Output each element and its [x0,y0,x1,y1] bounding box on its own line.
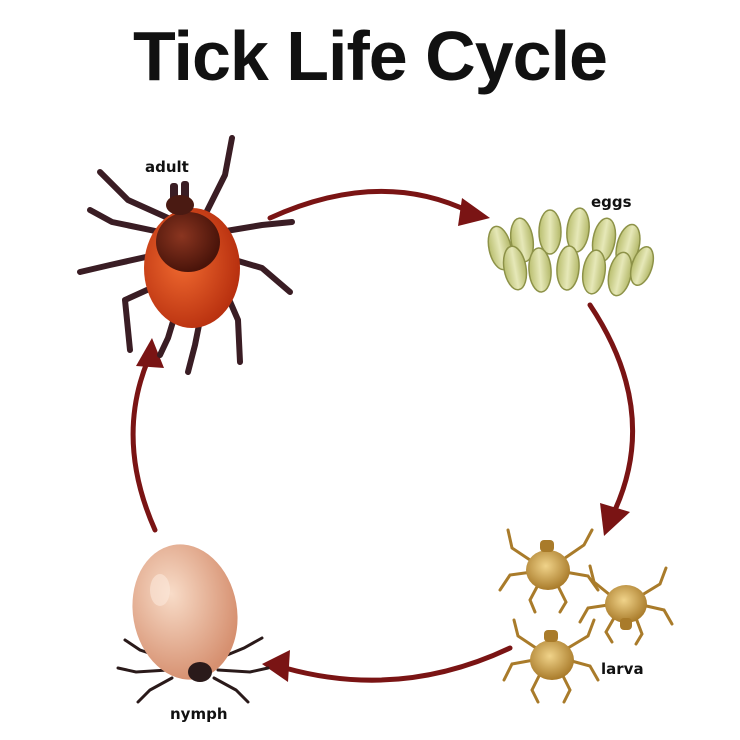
cycle-arrows [130,188,636,683]
nymph-illustration [116,544,270,704]
adult-tick-illustration [77,135,295,375]
stage-label-adult: adult [145,158,189,176]
arrowhead-larva [600,503,630,536]
diagram-title: Tick Life Cycle [133,17,608,95]
arrow-heads [136,198,630,682]
eggs-illustration [487,207,655,297]
arrowhead-eggs [458,198,490,226]
arrow-nymph-to-adult [130,357,158,533]
larva-2 [578,564,674,646]
stage-label-eggs: eggs [591,193,632,211]
larva-illustration [498,528,674,704]
larva-1 [498,528,600,614]
arrow-eggs-to-larva [587,302,636,513]
arrowhead-nymph [262,650,290,682]
arrow-adult-to-eggs [267,188,473,221]
arrow-larva-to-nymph [282,645,513,683]
arrowhead-adult [136,338,164,368]
stage-label-larva: larva [601,660,644,678]
stage-label-nymph: nymph [170,705,228,723]
larva-3 [502,618,600,704]
